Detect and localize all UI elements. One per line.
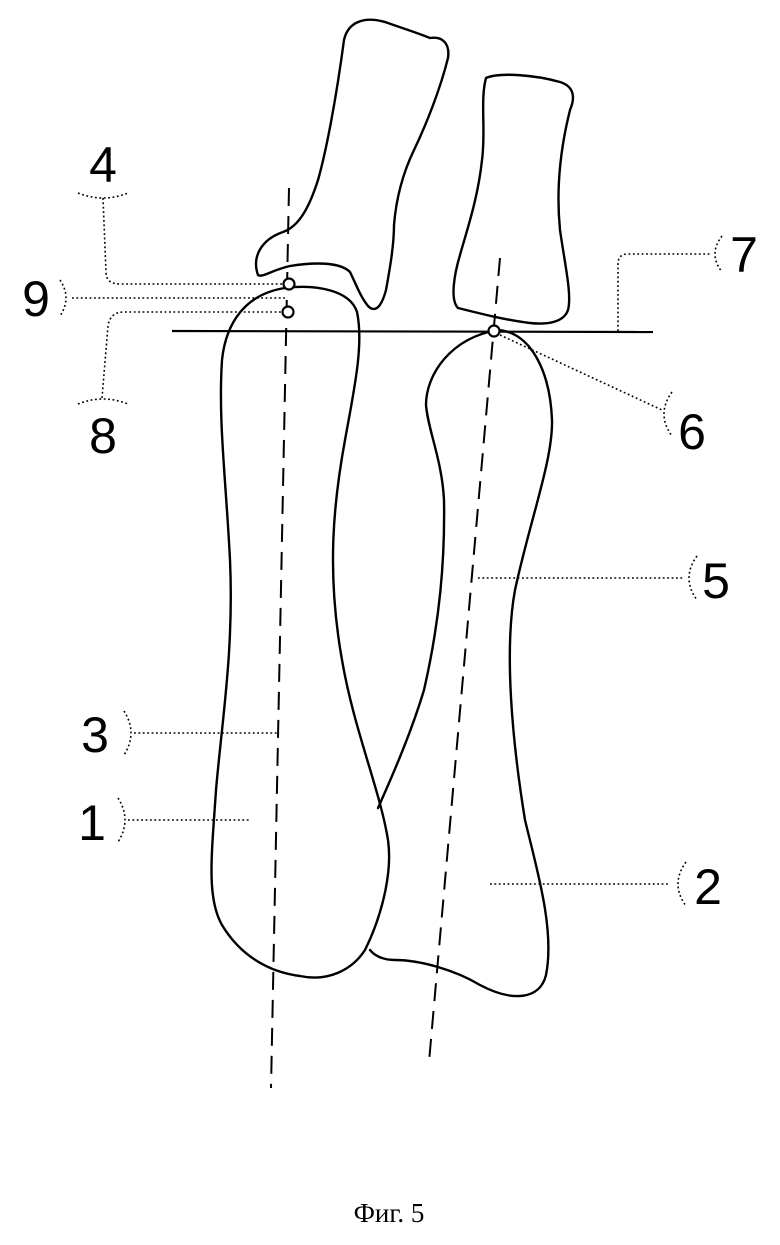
bracket-5 [689,556,697,600]
bone-1 [212,287,390,978]
leader-7 [618,254,710,331]
bracket-7 [715,236,722,272]
label-7: 7 [730,227,758,283]
bracket-8 [78,399,128,404]
label-4: 4 [89,137,117,193]
upper-left-phalanx [256,20,448,309]
bone-2 [370,330,552,996]
axis-5 [429,258,500,1062]
leader-6 [500,335,662,410]
bracket-9 [60,280,66,316]
axis-3 [271,188,289,1088]
label-2: 2 [694,859,722,915]
bracket-3 [124,711,131,755]
reference-line-7 [172,331,653,332]
bracket-1 [118,798,125,842]
leader-8 [102,312,282,398]
point-8 [283,307,294,318]
figure-caption: Фиг. 5 [354,1198,425,1228]
label-6: 6 [678,404,706,460]
label-8: 8 [89,408,117,464]
bracket-2 [678,862,686,906]
bracket-6 [664,392,672,436]
label-1: 1 [78,795,106,851]
point-4 [284,279,295,290]
upper-right-phalanx [454,75,573,324]
bracket-4 [78,193,128,198]
point-6 [489,326,500,337]
label-5: 5 [702,553,730,609]
bone-2-inner-edge [378,330,498,808]
label-9: 9 [22,271,50,327]
label-3: 3 [81,707,109,763]
